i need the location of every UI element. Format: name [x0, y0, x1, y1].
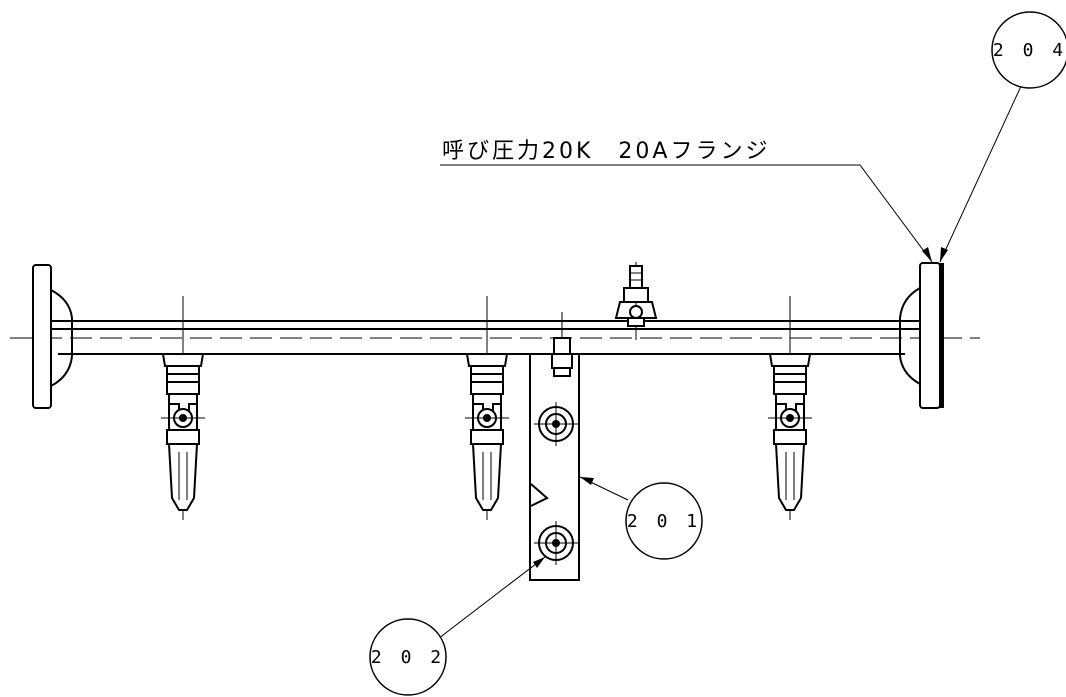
callout-201: 2 0 1	[625, 482, 703, 560]
callout-204: 2 0 4	[991, 11, 1066, 89]
callout-202-label: 2 0 2	[371, 647, 445, 668]
mounting-bracket	[529, 337, 580, 581]
valve-left	[160, 353, 206, 511]
leader-lines	[429, 83, 1023, 646]
valve-right	[767, 353, 813, 511]
callout-201-label: 2 0 1	[627, 511, 701, 532]
valve-middle	[464, 353, 510, 511]
left-flange	[32, 264, 73, 409]
flange-spec-note: 呼び圧力20K 20Aフランジ	[442, 139, 770, 164]
top-fitting	[614, 265, 658, 327]
callout-202: 2 0 2	[369, 618, 447, 696]
right-flange	[899, 262, 944, 409]
callout-204-label: 2 0 4	[993, 40, 1066, 61]
